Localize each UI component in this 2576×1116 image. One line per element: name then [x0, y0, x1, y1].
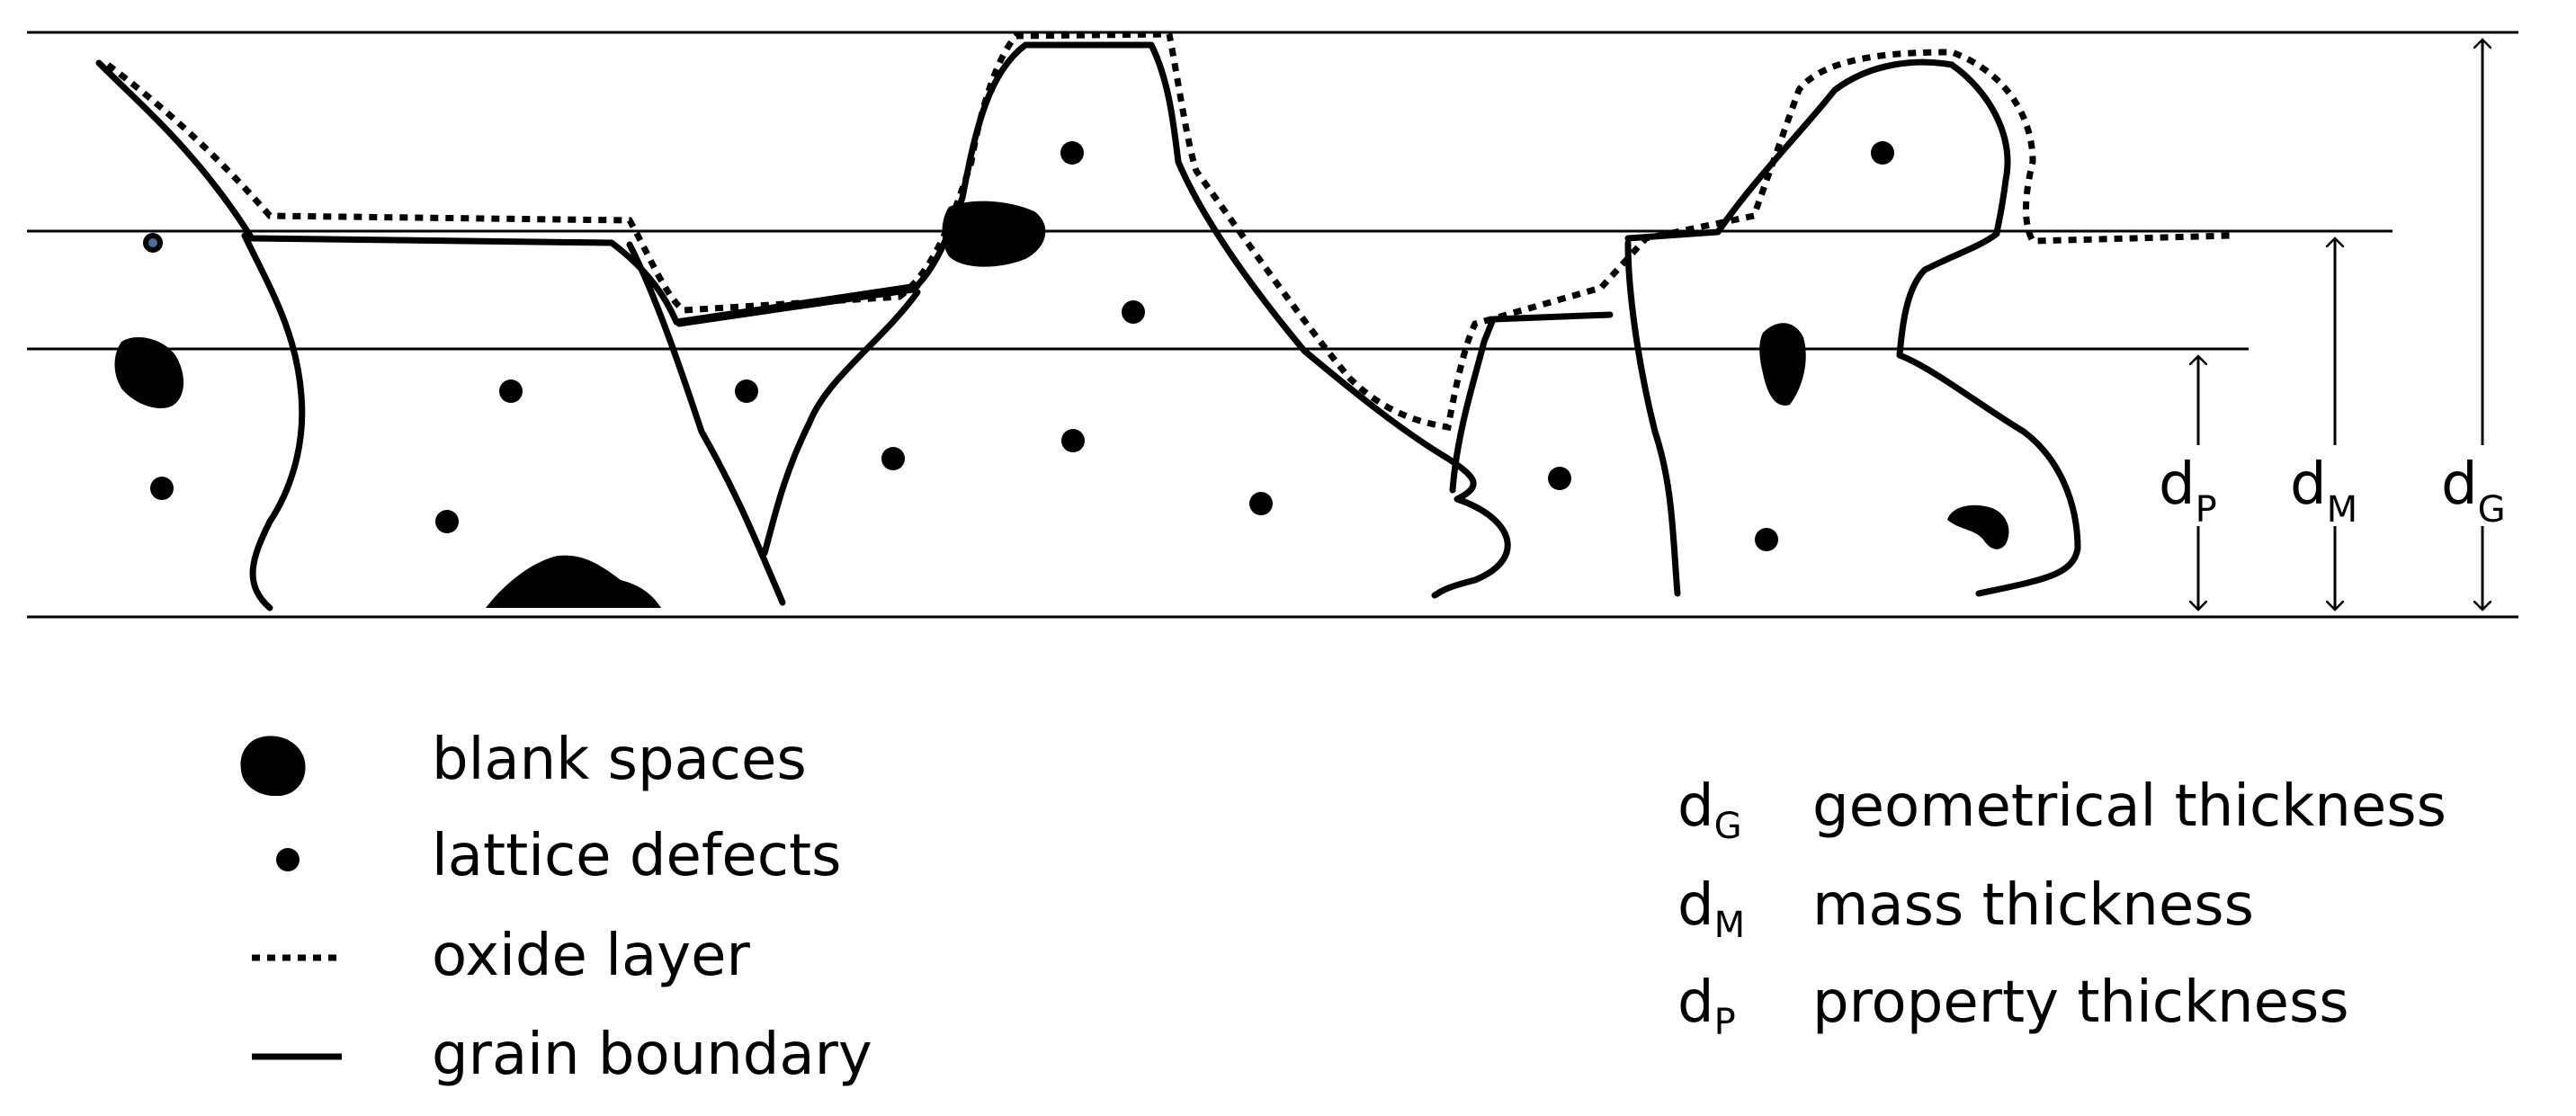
definition-symbol: dP: [1677, 969, 1736, 1043]
lattice-defect-dot: [499, 379, 523, 403]
definition-text: mass thickness: [1812, 872, 2254, 939]
lattice-defect-dot: [150, 477, 174, 500]
legend-row-grain-boundary: grain boundary: [198, 1019, 872, 1091]
definition-text: property thickness: [1812, 969, 2349, 1036]
void-1: [114, 337, 184, 408]
lattice-defect-dot: [1060, 141, 1084, 165]
grain-boundaries: [95, 41, 2081, 612]
definition-text: geometrical thickness: [1812, 773, 2446, 840]
dot-icon: [198, 820, 432, 892]
lattice-defect-dot: [1122, 300, 1145, 324]
void-2: [486, 555, 661, 608]
legend-label: blank spaces: [432, 727, 807, 793]
void-5: [1947, 504, 2009, 549]
lattice-defect-dot: [735, 379, 758, 403]
lattice-defect-dot: [1755, 528, 1778, 551]
dotted-line-icon: [198, 920, 432, 992]
small-void-highlight: [148, 238, 157, 247]
lattice-defects: [150, 141, 1894, 551]
legend-row-lattice-defects: lattice defects: [198, 820, 841, 892]
definition-symbol: dG: [1677, 773, 1742, 847]
blank-space-voids: [114, 201, 2009, 608]
lattice-defect-dot: [1548, 467, 1571, 490]
lattice-defect-dot: [1061, 429, 1085, 452]
legend-row-oxide-layer: oxide layer: [198, 920, 750, 992]
solid-line-icon: [198, 1019, 432, 1091]
lattice-defect-dot: [435, 510, 459, 533]
void-3: [942, 201, 1046, 267]
mass-thickness-label: dM: [2290, 451, 2357, 531]
legend-label: grain boundary: [432, 1022, 872, 1088]
definition-mass: dM mass thickness: [1677, 872, 2254, 953]
definition-property: dP property thickness: [1677, 969, 2349, 1050]
lattice-defect-dot: [1249, 492, 1273, 515]
property-thickness-label: dP: [2159, 451, 2217, 531]
definition-geometrical: dG geometrical thickness: [1677, 773, 2446, 854]
definition-symbol: dM: [1677, 872, 1746, 946]
blob-icon: [198, 724, 432, 797]
oxide-layer-line: [105, 31, 2232, 432]
legend-row-blank-spaces: blank spaces: [198, 724, 807, 797]
lattice-defect-dot: [1871, 141, 1894, 165]
legend-label: oxide layer: [432, 923, 750, 989]
thin-film-cross-section: dP dM dG: [27, 31, 2518, 619]
legend-label: lattice defects: [432, 823, 842, 889]
lattice-defect-dot: [881, 447, 905, 470]
geometrical-thickness-label: dG: [2441, 451, 2506, 531]
void-4: [1759, 323, 1806, 406]
